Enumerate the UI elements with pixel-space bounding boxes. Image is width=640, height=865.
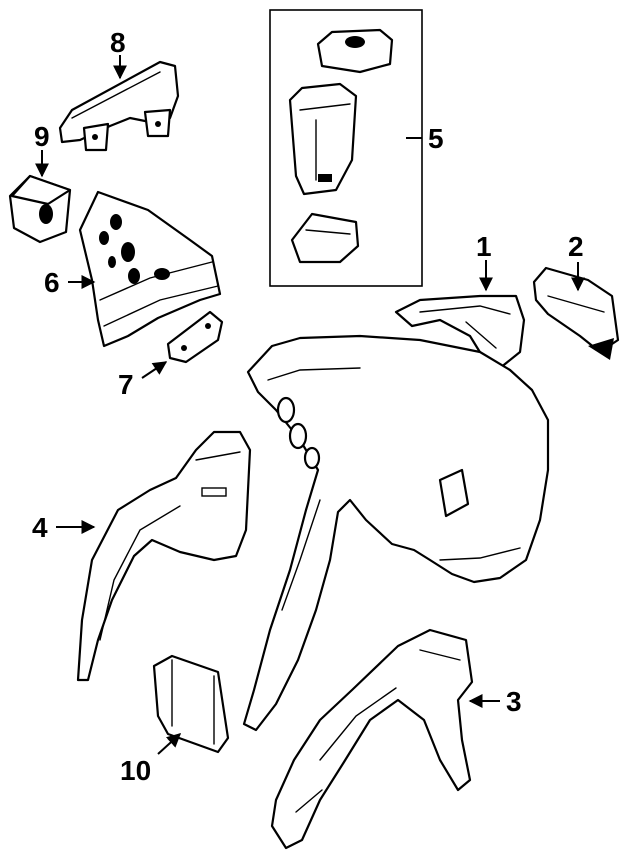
part-3-wheel-liner	[270, 628, 474, 850]
callout-9: 9	[34, 121, 50, 152]
part-2-bracket	[532, 266, 620, 360]
part-8-bracket	[58, 60, 180, 152]
part-5-group-box	[269, 9, 423, 287]
part-1-extension	[394, 294, 526, 370]
part-10-panel	[152, 654, 230, 754]
part-6-panel	[78, 190, 222, 348]
quarter-panel	[242, 334, 550, 732]
part-9-block	[8, 174, 72, 244]
part-4-wheelhouse	[76, 430, 252, 682]
callout-7: 7	[118, 369, 134, 400]
callout-4: 4	[32, 512, 48, 543]
callout-6: 6	[44, 267, 60, 298]
part-5-mount-top	[316, 28, 394, 74]
callout-8: 8	[110, 27, 126, 58]
callout-2: 2	[568, 231, 584, 262]
part-5-mount-middle	[288, 82, 358, 196]
callout-3: 3	[506, 686, 522, 717]
callout-10: 10	[120, 755, 151, 786]
callout-1: 1	[476, 231, 492, 262]
leader-lines	[35, 55, 585, 755]
part-5-mount-bottom	[290, 212, 360, 264]
part-7-bracket	[166, 310, 224, 364]
callout-5: 5	[428, 123, 444, 154]
